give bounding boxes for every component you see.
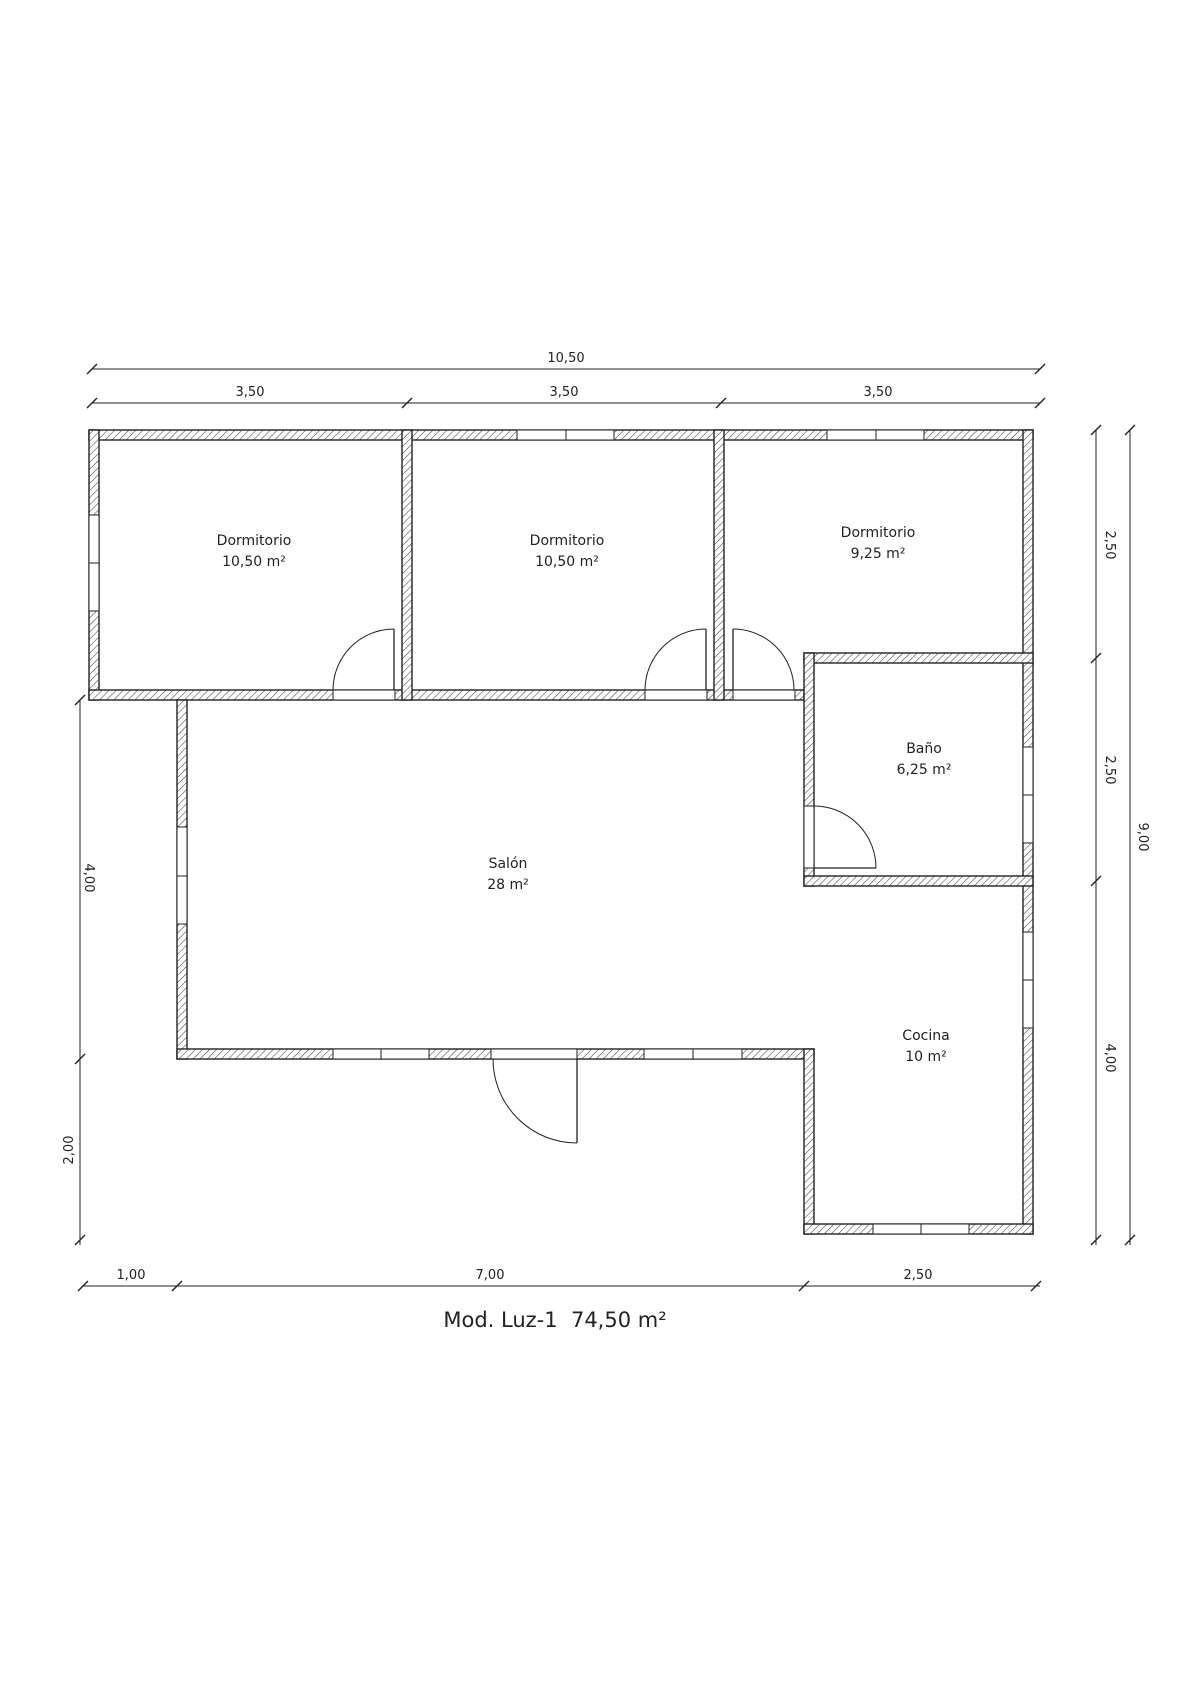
dimension-label: 3,50 [550,385,579,400]
room-label-dormitorio-3: Dormitorio [841,525,916,541]
windows [88,429,1034,1235]
dimension-right-segments: 2,50 2,50 4,00 [1090,424,1117,1246]
window [692,1048,743,1060]
room-area-dormitorio-3: 9,25 m² [851,546,906,562]
room-label-dormitorio-2: Dormitorio [530,533,605,549]
window [380,1048,430,1060]
dimension-label: 10,50 [547,351,584,366]
wall-bedroom-1-2 [401,429,413,701]
dimension-top-total: 10,50 [86,351,1046,375]
dimension-label: 2,00 [62,1136,77,1165]
window [1022,746,1034,796]
plan-title: Mod. Luz-1 74,50 m² [443,1308,666,1332]
dimension-label: 1,00 [117,1268,146,1283]
dimension-left-segments: 4,00 2,00 [62,694,96,1246]
room-area-salon: 28 m² [487,877,529,893]
window [332,1048,382,1060]
room-label-dormitorio-1: Dormitorio [217,533,292,549]
dimension-label: 9,00 [1135,823,1150,852]
room-area-dormitorio-2: 10,50 m² [535,554,599,570]
dimension-label: 2,50 [1102,756,1117,785]
window [176,826,188,877]
wall-bath-top [803,652,1034,664]
door-bedroom-3[interactable] [732,628,796,701]
dimension-label: 4,00 [1102,1044,1117,1073]
window [176,875,188,925]
dimension-top-segments: 3,50 3,50 3,50 [86,385,1046,409]
window [516,429,567,441]
window [88,562,100,612]
wall-bedroom-2-3 [713,429,725,701]
window [920,1223,970,1235]
wall-kitchen-left [803,1048,815,1235]
room-area-dormitorio-1: 10,50 m² [222,554,286,570]
dimension-label: 2,50 [1102,531,1117,560]
window [875,429,925,441]
dimension-label: 7,00 [476,1268,505,1283]
dimension-label: 2,50 [904,1268,933,1283]
window [1022,931,1034,981]
window [565,429,615,441]
window [1022,979,1034,1029]
dimension-label: 4,00 [81,864,96,893]
window [1022,794,1034,844]
door-bedroom-2[interactable] [644,628,708,701]
dimension-label: 3,50 [236,385,265,400]
door-entrance[interactable] [490,1048,578,1144]
door-bedroom-1[interactable] [332,628,396,701]
wall-bath-bottom [803,875,1034,887]
window [826,429,877,441]
dimension-label: 3,50 [864,385,893,400]
room-label-salon: Salón [489,856,528,872]
room-area-bano: 6,25 m² [897,762,952,778]
room-labels: Dormitorio 10,50 m² Dormitorio 10,50 m² … [217,525,952,1065]
window [872,1223,922,1235]
door-bathroom[interactable] [803,805,877,869]
window [88,514,100,564]
window [643,1048,694,1060]
doors [332,628,877,1144]
room-label-cocina: Cocina [902,1028,949,1044]
room-label-bano: Baño [906,741,942,757]
dimension-right-total: 9,00 [1124,424,1150,1246]
dimension-bottom-segments: 1,00 7,00 2,50 [77,1268,1042,1292]
room-area-cocina: 10 m² [905,1049,947,1065]
